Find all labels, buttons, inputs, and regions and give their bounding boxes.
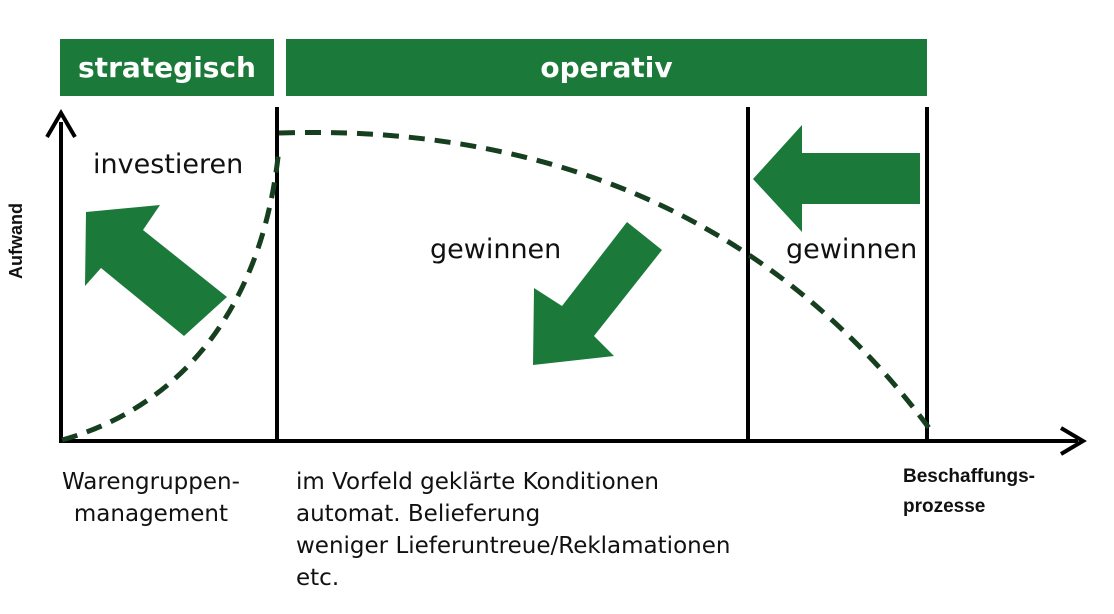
gain-label-middle: gewinnen xyxy=(430,234,562,265)
header-operative-label: operativ xyxy=(540,51,673,84)
y-axis-label: Aufwand xyxy=(6,203,26,279)
cost-curve-strategic xyxy=(61,147,282,443)
x-axis-label-line1: Beschaffungs- xyxy=(903,466,1035,487)
footer-left-line: management xyxy=(73,501,228,527)
header-operative: operativ xyxy=(286,39,927,96)
header-strategic: strategisch xyxy=(60,39,274,96)
footer-right-line: im Vorfeld geklärte Konditionen xyxy=(296,469,659,495)
footer-right-line: weniger Lieferuntreue/Reklamationen xyxy=(296,533,731,559)
footer-right-text: im Vorfeld geklärte Konditionen automat.… xyxy=(296,466,730,594)
header-strategic-label: strategisch xyxy=(78,51,256,84)
arrow-down-left-icon xyxy=(533,222,662,365)
x-axis-label-line2: prozesse xyxy=(903,496,986,517)
footer-right-line: automat. Belieferung xyxy=(296,501,541,527)
footer-left-text: Warengruppen- management xyxy=(62,466,240,530)
arrow-left-icon xyxy=(753,125,920,232)
footer-right-line: etc. xyxy=(296,565,340,591)
gain-label-right: gewinnen xyxy=(786,234,918,265)
footer-left-line: Warengruppen- xyxy=(62,469,240,495)
invest-label: investieren xyxy=(93,149,244,180)
cost-curve-operative xyxy=(278,129,932,430)
y-axis-arrowhead xyxy=(45,109,77,139)
x-axis-label: Beschaffungs- prozesse xyxy=(903,462,1035,522)
x-axis-arrowhead xyxy=(1059,426,1087,456)
arrow-up-left-icon xyxy=(85,205,227,336)
